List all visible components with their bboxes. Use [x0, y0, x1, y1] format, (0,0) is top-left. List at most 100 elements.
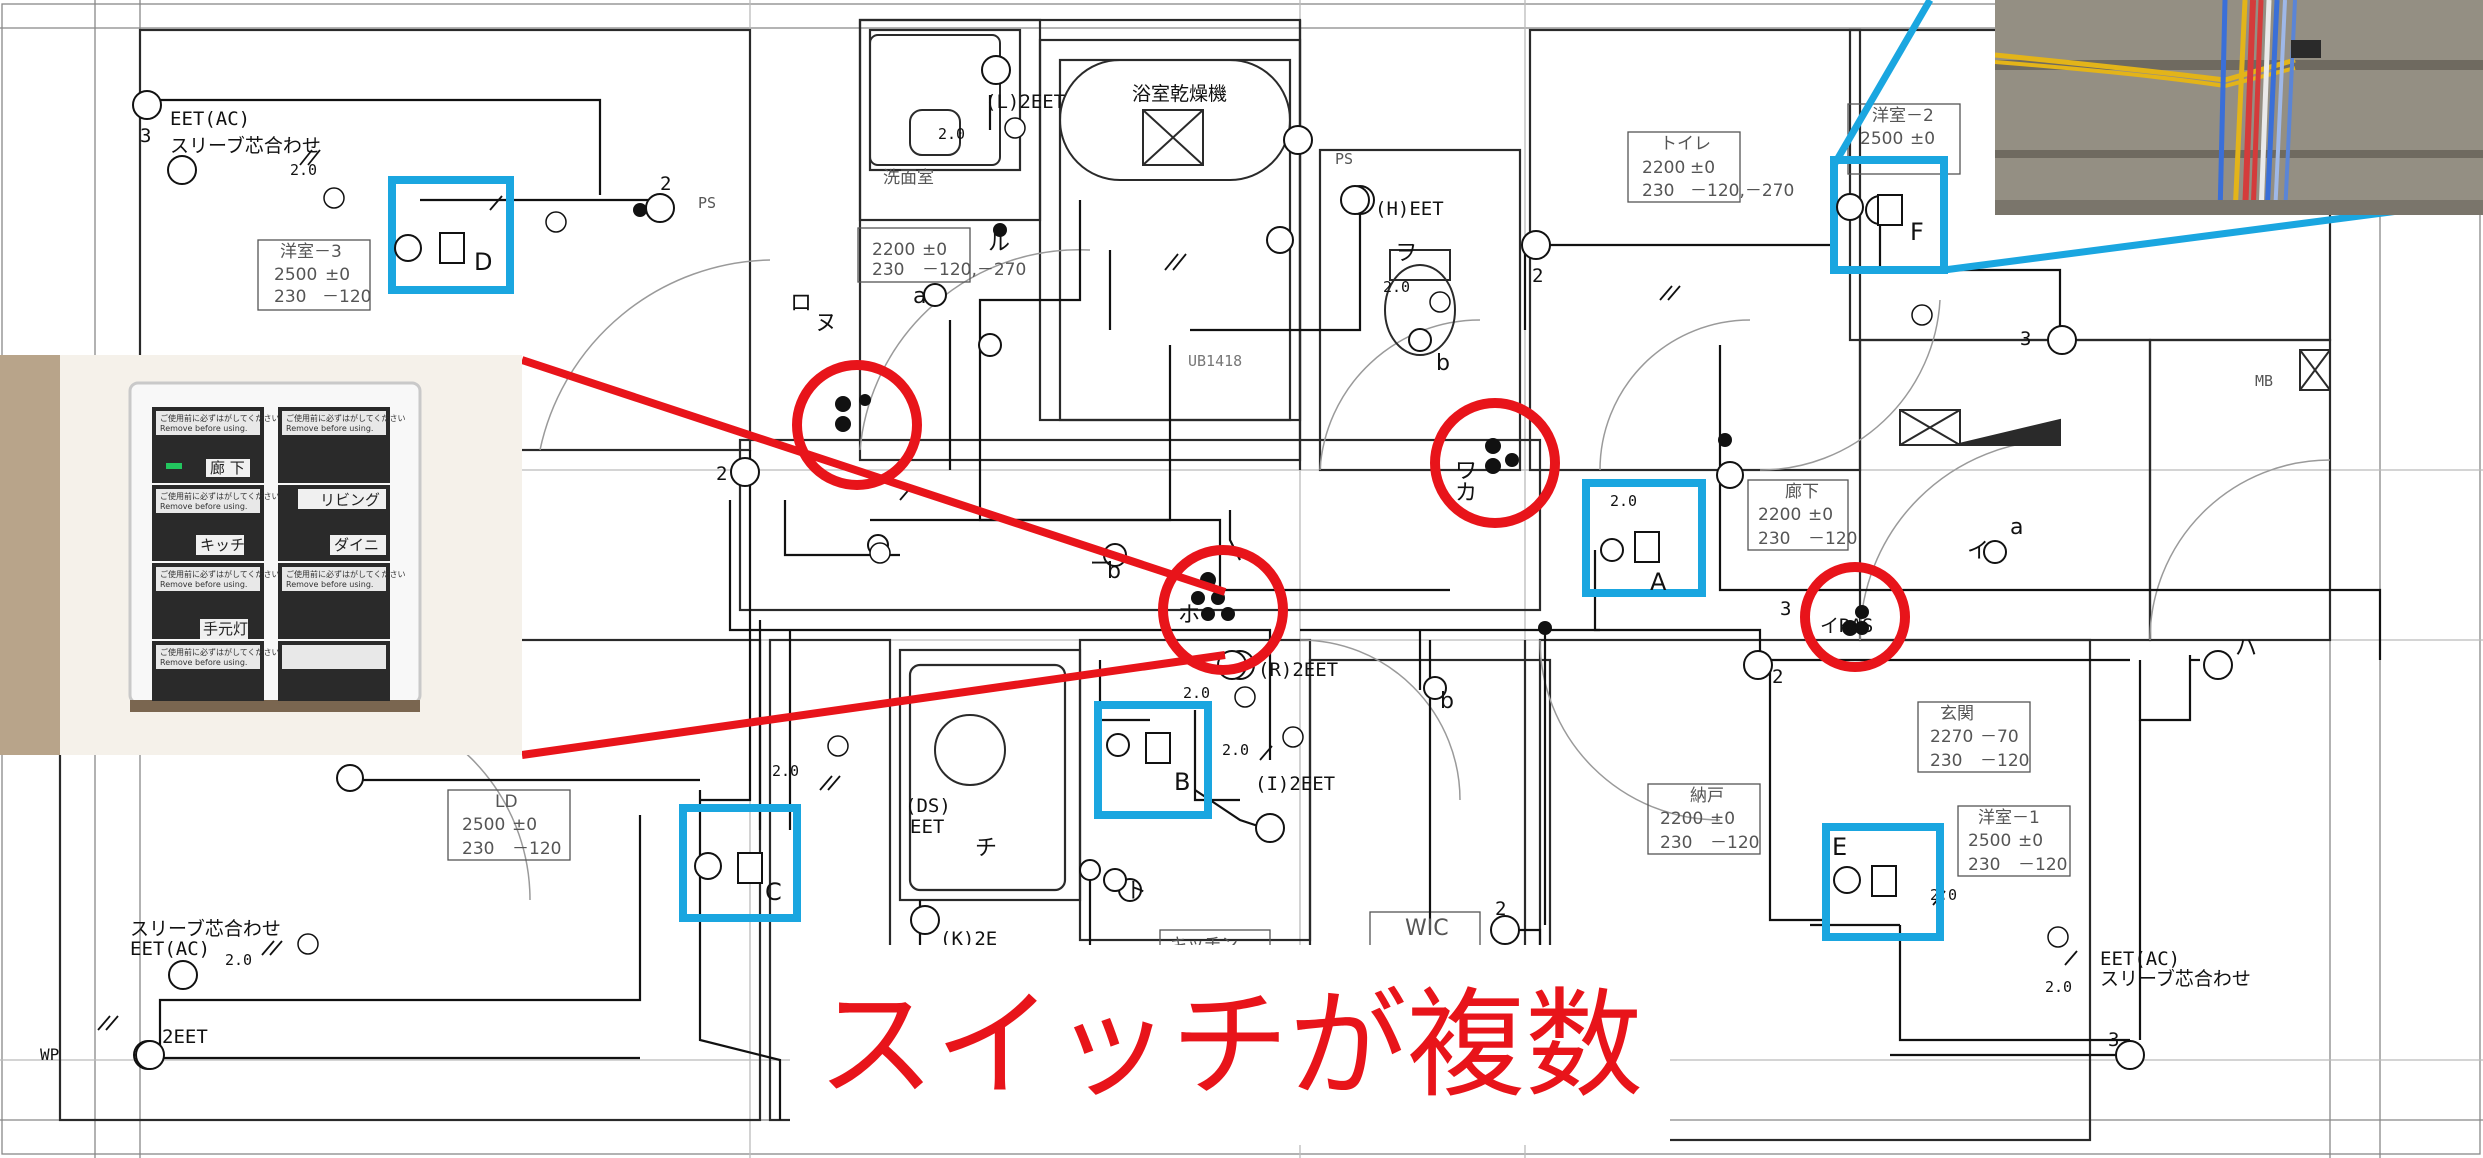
svg-text:230: 230	[1642, 181, 1674, 201]
svg-text:チ: チ	[975, 836, 997, 861]
wiring-photo	[1995, 0, 2483, 215]
svg-text:Remove before using.: Remove before using.	[286, 424, 373, 433]
svg-text:±0: ±0	[1910, 129, 1935, 149]
room-name-youshitsu2: 洋室－2	[1872, 106, 1934, 126]
svg-text:230: 230	[1968, 855, 2000, 875]
eet-label: EET	[910, 816, 944, 838]
svg-text:b: b	[1436, 351, 1450, 376]
svg-text:±0: ±0	[512, 815, 537, 835]
svg-text:－120,－270: －120,－270	[922, 260, 1026, 280]
svg-text:2.0: 2.0	[225, 951, 252, 969]
svg-text:2200: 2200	[872, 240, 915, 260]
svg-text:±0: ±0	[1690, 158, 1715, 178]
svg-text:ロ: ロ	[790, 291, 812, 316]
circuit-numbers	[297, 117, 2069, 955]
eet-ac-top: EET(AC)	[170, 108, 250, 130]
svg-text:Remove before using.: Remove before using.	[160, 424, 247, 433]
outlet-labels: D F A B C E	[474, 218, 1924, 906]
svg-text:2.0: 2.0	[1610, 492, 1637, 510]
switch-letter-b: b	[1107, 559, 1121, 584]
svg-text:±0: ±0	[2018, 831, 2043, 851]
svg-text:ハ: ハ	[2235, 636, 2257, 661]
outlet-label-a: A	[1650, 568, 1667, 596]
k2e-label: (K)2E	[940, 928, 997, 950]
svg-text:2.0: 2.0	[290, 161, 317, 179]
svg-text:230: 230	[1930, 751, 1962, 771]
svg-text:2.0: 2.0	[1222, 741, 1249, 759]
svg-text:Remove before using.: Remove before using.	[160, 658, 247, 667]
svg-text:ご使用前に必ずはがしてください: ご使用前に必ずはがしてください	[160, 569, 280, 579]
svg-text:2200: 2200	[1642, 158, 1685, 178]
svg-text:ご使用前に必ずはがしてください: ご使用前に必ずはがしてください	[286, 413, 406, 423]
svg-text:2500: 2500	[274, 265, 317, 285]
svg-text:ご使用前に必ずはがしてください: ご使用前に必ずはがしてください	[160, 491, 280, 501]
svg-text:－120: －120	[1710, 833, 1759, 853]
outlet-label-d: D	[474, 248, 492, 276]
svg-text:2.0: 2.0	[772, 762, 799, 780]
two-eet-label: 2EET	[162, 1026, 208, 1048]
svg-text:230: 230	[462, 839, 494, 859]
svg-text:Remove before using.: Remove before using.	[160, 580, 247, 589]
svg-text:ホ: ホ	[1178, 603, 1200, 628]
svg-text:ル: ル	[988, 231, 1010, 256]
svg-text:3: 3	[1780, 598, 1791, 620]
panel-label-living: リビング	[320, 491, 380, 509]
svg-text:ワ: ワ	[1455, 459, 1477, 484]
wire-hashes	[97, 149, 2078, 1031]
svg-text:230: 230	[872, 260, 904, 280]
svg-text:－70: －70	[1980, 727, 2019, 747]
svg-text:2.0: 2.0	[2045, 978, 2072, 996]
door-swings	[329, 248, 2331, 901]
svg-text:3: 3	[140, 125, 151, 147]
callout-lines	[520, 356, 1227, 759]
svg-text:－120: －120	[1808, 529, 1857, 549]
svg-text:Remove before using.: Remove before using.	[286, 580, 373, 589]
wp-label: WP	[40, 1045, 59, 1064]
room-name-nando: 納戸	[1690, 786, 1724, 806]
svg-text:2.0: 2.0	[1383, 278, 1410, 296]
ps-label-2: PS	[1335, 150, 1353, 168]
svg-text:ご使用前に必ずはがしてください: ご使用前に必ずはがしてください	[160, 413, 280, 423]
svg-text:230: 230	[1758, 529, 1790, 549]
room-name-rouka: 廊下	[1785, 482, 1819, 502]
i2eet-label: (I)2EET	[1255, 773, 1335, 795]
svg-text:カ: カ	[1455, 481, 1477, 506]
h-eet-label: (H)EET	[1375, 198, 1444, 220]
l2eet-label: (L)2EET	[985, 91, 1065, 113]
svg-text:ト: ト	[1125, 879, 1147, 904]
outlet-label-e: E	[1832, 833, 1847, 861]
svg-text:－120: －120	[322, 287, 371, 307]
svg-text:イ: イ	[1967, 539, 1989, 564]
svg-text:2200: 2200	[1660, 809, 1703, 829]
room-name-ld: LD	[495, 792, 518, 812]
room-labels: 洋室－3 2500±0 230－120 洗面室 2200±0 230－120,－…	[274, 106, 2067, 955]
eet-ac-bottom: EET(AC)	[130, 938, 210, 960]
svg-text:Remove before using.: Remove before using.	[160, 502, 247, 511]
sleeve-right: スリーブ芯合わせ	[2100, 967, 2251, 990]
svg-text:2.0: 2.0	[1183, 684, 1210, 702]
outlet-label-f: F	[1910, 218, 1924, 246]
switch-letters: ロ ヌ ル ワ カ ヲ ホ ト ニ チ ハ イ b a a b b	[790, 231, 2257, 904]
panel-label-temoto: 手元灯	[203, 620, 248, 638]
outlet-label-c: C	[765, 878, 782, 906]
svg-text:a: a	[2010, 515, 2023, 540]
sleeve-bottom: スリーブ芯合わせ	[130, 917, 281, 940]
svg-text:－120,－270: －120,－270	[1690, 181, 1794, 201]
panel-label-dining: ダイニ	[334, 536, 379, 554]
room-name-senmenshitsu: 洗面室	[883, 168, 934, 188]
ps-label-1: PS	[698, 194, 716, 212]
svg-text:－120: －120	[2018, 855, 2067, 875]
svg-text:2: 2	[1772, 666, 1783, 688]
svg-text:ご使用前に必ずはがしてください: ご使用前に必ずはがしてください	[286, 569, 406, 579]
svg-text:2500: 2500	[1860, 129, 1903, 149]
ras-label: イRAS	[1820, 615, 1873, 637]
outlet-boxes	[388, 156, 1948, 941]
svg-text:－120: －120	[1980, 751, 2029, 771]
bath-dryer-label: 浴室乾燥機	[1132, 83, 1227, 105]
svg-text:±0: ±0	[325, 265, 350, 285]
svg-text:±0: ±0	[1710, 809, 1735, 829]
svg-text:±0: ±0	[922, 240, 947, 260]
svg-text:3: 3	[2020, 328, 2031, 350]
